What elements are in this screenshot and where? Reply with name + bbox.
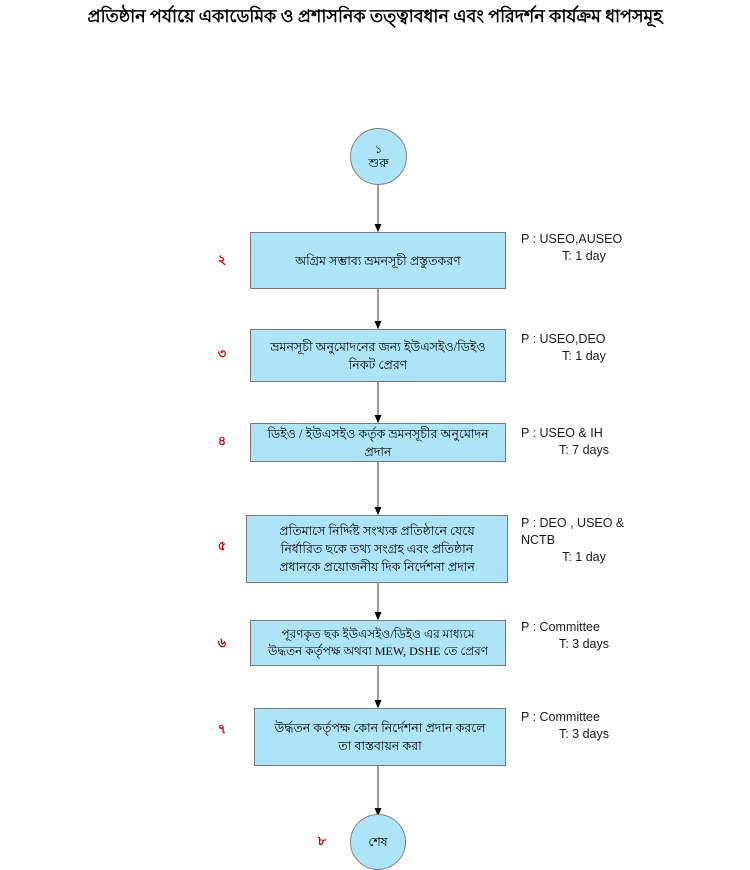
step-number-8: ৮ [317, 833, 327, 848]
process-box-4[interactable]: ডিইও / ইউএসইও কর্তৃক ভ্রমনসূচীর অনুমোদন … [250, 423, 506, 462]
page-title: প্রতিষ্ঠান পর্যায়ে একাডেমিক ও প্রশাসনিক… [87, 6, 663, 26]
start-number: ১ [374, 143, 383, 156]
annotation-4-performer: P : USEO & IH [521, 426, 603, 440]
process-box-3-line-2: নিকট প্রেরণ [348, 357, 408, 372]
process-box-5-line-2: নির্ধারিত ছকে তথ্য সংগ্রহ এবং প্রতিষ্ঠান [280, 542, 474, 556]
process-box-5[interactable]: প্রতিমাসে নির্দ্দিষ্ট সংখ্যক প্রতিষ্ঠানে… [246, 515, 508, 583]
annotation-5-time: T: 1 day [562, 550, 606, 564]
process-box-5-line-3: প্রধানকে প্রয়োজনীয় দিক নির্দেশনা প্রদা… [279, 560, 475, 574]
annotation-5-performer: P : DEO , USEO & NCTB [521, 516, 625, 547]
annotation-2: P : USEO,AUSEO T: 1 day [521, 231, 681, 265]
annotation-6-performer: P : Committee [521, 620, 600, 634]
process-box-2-line-1: অগ্রিম সম্ভাব্য ভ্রমনসূচী প্রস্তুতকরণ [295, 253, 461, 268]
annotation-7: P : Committee T: 3 days [521, 709, 681, 743]
annotation-7-time: T: 3 days [558, 727, 610, 741]
step-number-7: ৭ [217, 721, 227, 736]
annotation-6: P : Committee T: 3 days [521, 619, 681, 653]
annotation-7-performer: P : Committee [521, 710, 600, 724]
annotation-6-time: T: 3 days [558, 637, 610, 651]
process-box-6-line-1: পূরণকৃত ছক ইউএসইও/ডিইও এর মাধ্যমে [281, 627, 475, 641]
process-box-7[interactable]: উর্দ্ধতন কর্তৃপক্ষ কোন নির্দেশনা প্রদান … [254, 708, 506, 766]
process-box-6-line-2: উদ্ধতন কর্তৃপক্ষ অথবা MEW, DSHE তে প্রের… [267, 644, 489, 658]
end-terminator[interactable]: শেষ [350, 814, 406, 870]
annotation-2-time: T: 1 day [562, 249, 606, 263]
process-box-4-line-2: প্রদান [364, 444, 392, 459]
step-number-6: ৬ [217, 635, 227, 650]
step-number-3: ৩ [217, 346, 227, 361]
step-number-2: ২ [217, 252, 227, 267]
annotation-3: P : USEO,DEO T: 1 day [521, 331, 681, 365]
process-box-7-line-2: তা বাস্তবায়ন করা [338, 739, 422, 753]
step-number-4: ৪ [217, 433, 227, 448]
end-label: শেষ [368, 835, 388, 849]
annotation-4: P : USEO & IH T: 7 days [521, 425, 681, 459]
process-box-6[interactable]: পূরণকৃত ছক ইউএসইও/ডিইও এর মাধ্যমে উদ্ধতন… [250, 620, 506, 666]
step-number-5: ৫ [217, 538, 227, 553]
process-box-3[interactable]: ভ্রমনসূচী অনুমোদনের জন্য ইউএসইও/ডিইও নিক… [250, 329, 506, 382]
annotation-3-performer: P : USEO,DEO [521, 332, 606, 346]
start-label: শুরু [368, 155, 389, 170]
process-box-7-line-1: উর্দ্ধতন কর্তৃপক্ষ কোন নির্দেশনা প্রদান … [274, 721, 486, 735]
process-box-3-line-1: ভ্রমনসূচী অনুমোদনের জন্য ইউএসইও/ডিইও [270, 339, 486, 354]
annotation-2-performer: P : USEO,AUSEO [521, 232, 623, 246]
process-box-2[interactable]: অগ্রিম সম্ভাব্য ভ্রমনসূচী প্রস্তুতকরণ [250, 232, 506, 289]
process-box-5-line-1: প্রতিমাসে নির্দ্দিষ্ট সংখ্যক প্রতিষ্ঠানে… [279, 524, 475, 538]
annotation-4-time: T: 7 days [558, 443, 610, 457]
process-box-4-line-1: ডিইও / ইউএসইও কর্তৃক ভ্রমনসূচীর অনুমোদন [267, 426, 489, 441]
annotation-3-time: T: 1 day [562, 349, 606, 363]
annotation-5: P : DEO , USEO & NCTB T: 1 day [521, 515, 681, 566]
start-terminator[interactable]: ১ শুরু [350, 128, 407, 185]
